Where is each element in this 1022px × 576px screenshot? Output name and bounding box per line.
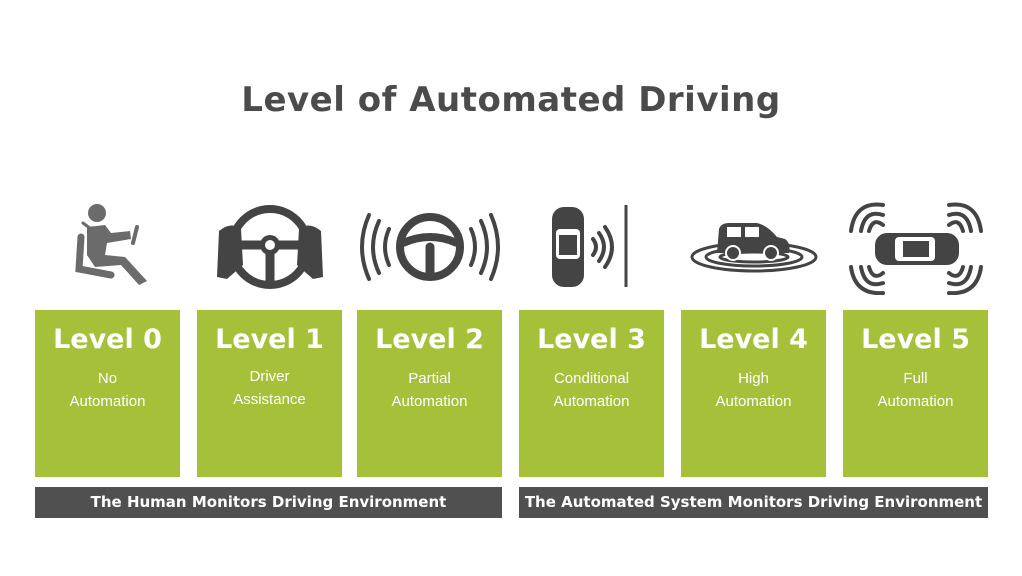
level-desc-line2: Automation bbox=[715, 393, 792, 410]
level-desc-line2: Automation bbox=[877, 393, 954, 410]
system-monitors-bar: The Automated System Monitors Driving En… bbox=[519, 487, 988, 518]
level-desc-line2: Automation bbox=[69, 393, 146, 410]
hands-on-wheel-icon bbox=[197, 195, 343, 295]
wheel-with-signals-icon bbox=[357, 195, 503, 295]
car-all-around-sensors-icon bbox=[843, 195, 989, 295]
level-desc-line1: High bbox=[738, 370, 769, 387]
car-sensor-wall-icon bbox=[519, 195, 665, 295]
level-desc-line2: Assistance bbox=[233, 391, 306, 408]
level-label: Level 5 bbox=[861, 324, 970, 355]
level-desc-line1: Partial bbox=[408, 370, 451, 387]
seated-driver-icon bbox=[35, 195, 181, 295]
level-label: Level 3 bbox=[537, 324, 646, 355]
level-label: Level 4 bbox=[699, 324, 808, 355]
level-label: Level 1 bbox=[215, 324, 324, 355]
human-monitors-bar: The Human Monitors Driving Environment bbox=[35, 487, 502, 518]
level-desc-line2: Automation bbox=[391, 393, 468, 410]
level-desc-line1: Full bbox=[903, 370, 928, 387]
level-label: Level 2 bbox=[375, 324, 484, 355]
level-desc-line1: No bbox=[97, 370, 118, 387]
page-title: Level of Automated Driving bbox=[241, 80, 781, 120]
level-desc-line1: Driver bbox=[249, 368, 290, 385]
car-radar-rings-icon bbox=[681, 195, 827, 295]
level-label: Level 0 bbox=[53, 324, 162, 355]
level-desc-line2: Automation bbox=[553, 393, 630, 410]
level-desc-line1: Conditional bbox=[553, 370, 630, 387]
